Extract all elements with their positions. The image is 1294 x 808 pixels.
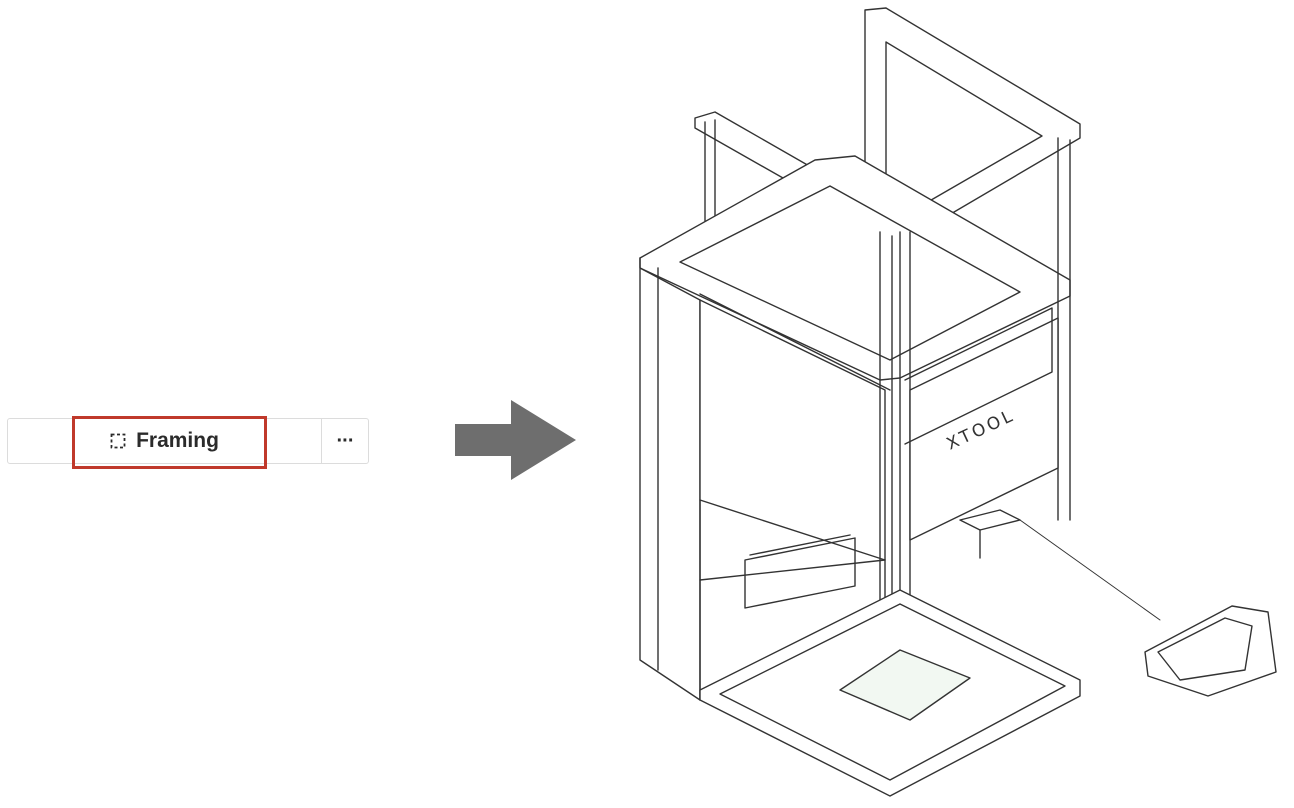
more-options-button[interactable]: ···: [321, 419, 368, 463]
framing-label: Framing: [136, 429, 219, 452]
dashed-square-icon: [110, 433, 126, 449]
toolbar: Framing ···: [7, 418, 369, 464]
right-arrow-icon: [455, 400, 576, 480]
laser-engraver-illustration: XTOOL: [639, 7, 1277, 797]
ellipsis-icon: ···: [336, 429, 355, 452]
framing-button[interactable]: Framing: [8, 419, 321, 463]
